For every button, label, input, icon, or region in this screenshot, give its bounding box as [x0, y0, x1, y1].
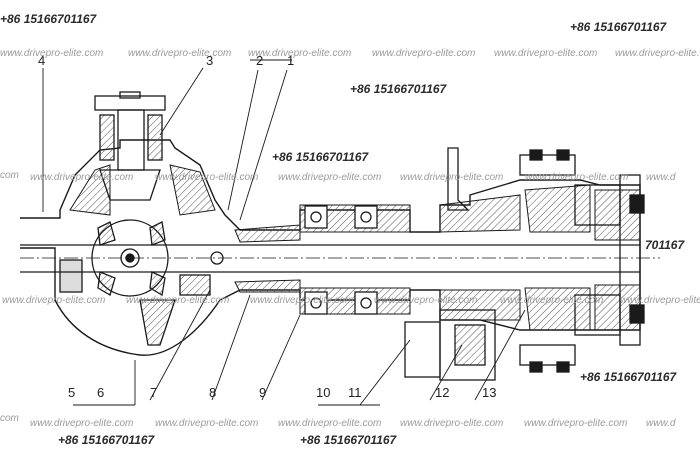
- site-watermark: www.drivepro-elite.com: [494, 48, 598, 59]
- callout-6: 6: [97, 385, 105, 400]
- site-watermark-partial: www.d: [646, 172, 676, 183]
- callout-2: 2: [256, 53, 264, 68]
- callout-leaders: [42, 59, 526, 406]
- site-watermark-partial: com: [0, 170, 19, 181]
- site-watermark: www.drivepro-elite.com: [2, 295, 106, 306]
- callout-9: 9: [259, 385, 267, 400]
- callout-1: 1: [287, 53, 295, 68]
- site-watermark: www.drivepro-elite.com: [400, 418, 504, 429]
- site-watermark: www.drivepro-elite.com: [374, 295, 478, 306]
- site-watermark: www.drivepro-elite.com: [250, 295, 354, 306]
- site-watermark: www.drivepro-elite.com: [126, 295, 230, 306]
- callout-5: 5: [68, 385, 76, 400]
- site-watermark: www.drivepro-elite.com: [248, 48, 352, 59]
- brake-assembly: [404, 147, 576, 381]
- callout-12: 12: [435, 385, 450, 400]
- phone-watermark: +86 15166701167: [0, 12, 97, 26]
- site-watermark: www.drivepro-elite.com: [278, 418, 382, 429]
- callout-10: 10: [316, 385, 331, 400]
- callout-8: 8: [209, 385, 217, 400]
- site-watermark: www.drivepro-elite.com: [278, 172, 382, 183]
- callout-3: 3: [206, 53, 214, 68]
- phone-watermark: +86 15166701167: [272, 150, 369, 164]
- site-watermark: www.drivepro-elite.com: [524, 418, 628, 429]
- phone-watermark: +86 15166701167: [580, 370, 677, 384]
- callout-11: 11: [348, 385, 362, 400]
- phone-watermark: +86 15166701167: [350, 82, 447, 96]
- callout-13: 13: [482, 385, 497, 400]
- site-watermark: www.drivepro-elite.com: [128, 48, 232, 59]
- site-watermark: www.drivepro-elite.com: [30, 418, 134, 429]
- tube-bosses: [304, 205, 378, 315]
- phone-watermark: +86 15166701167: [58, 433, 155, 447]
- site-watermark: www.drivepro-elite.com: [400, 172, 504, 183]
- wheel-hub: [574, 174, 645, 346]
- site-watermark: www.drivepro-elite.com: [30, 172, 134, 183]
- axle-shaft: [20, 244, 660, 273]
- site-watermark: www.drivepro-elite.com: [155, 418, 259, 429]
- site-watermark: www.drivepro-elite.com: [0, 48, 104, 59]
- site-watermark: www.drivepro-elite.com: [500, 295, 604, 306]
- site-watermark: www.drivepro-elite.com: [620, 295, 700, 306]
- callout-7: 7: [150, 385, 158, 400]
- site-watermark-partial: www.d: [646, 418, 676, 429]
- site-watermark: www.drivepro-elite.com: [615, 48, 700, 59]
- site-watermark: www.drivepro-elite.com: [525, 172, 629, 183]
- site-watermark: www.drivepro-elite.com: [372, 48, 476, 59]
- differential-cage: [59, 219, 211, 346]
- site-watermark: www.drivepro-elite.com: [155, 172, 259, 183]
- phone-watermark: +86 15166701167: [570, 20, 667, 34]
- phone-watermark-partial: 701167: [645, 238, 685, 252]
- pinion-assembly: [94, 91, 166, 201]
- phone-watermark: +86 15166701167: [300, 433, 397, 447]
- site-watermark-partial: com: [0, 413, 19, 424]
- callout-4: 4: [38, 53, 46, 68]
